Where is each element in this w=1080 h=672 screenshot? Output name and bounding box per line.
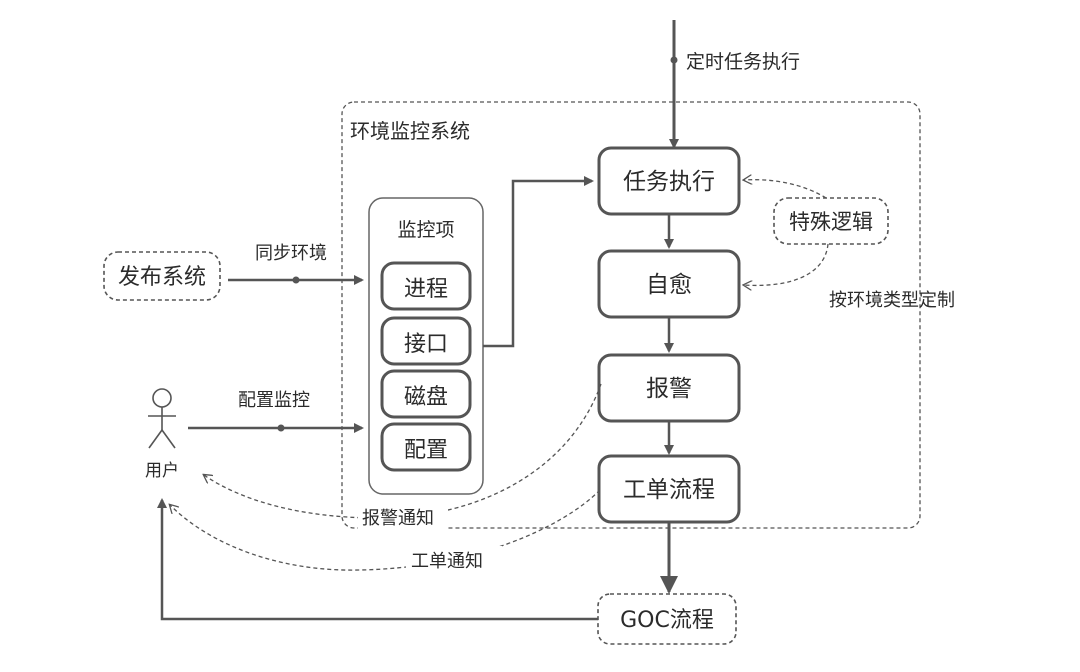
monitor-item-label: 接口 bbox=[404, 332, 448, 357]
monitor-item-interface: 接口 bbox=[380, 316, 472, 366]
sync-env-label: 同步环境 bbox=[255, 243, 327, 264]
alarm-label: 报警 bbox=[646, 376, 692, 402]
special-to-heal-arrow bbox=[744, 243, 829, 285]
release-system-label: 发布系统 bbox=[118, 265, 206, 290]
monitor-item-label: 配置 bbox=[404, 438, 448, 463]
interface-to-task-arrow bbox=[483, 176, 594, 348]
ticket-notify-label: 工单通知 bbox=[411, 551, 483, 572]
ticket-label: 工单流程 bbox=[623, 477, 715, 503]
custom-by-env-label: 按环境类型定制 bbox=[829, 290, 955, 311]
ticket-notify-arrow bbox=[170, 489, 601, 571]
alarm-node: 报警 bbox=[597, 353, 741, 423]
release-system-node: 发布系统 bbox=[103, 251, 221, 301]
monitor-item-config: 配置 bbox=[380, 422, 472, 472]
config-monitor-dot bbox=[277, 424, 285, 432]
monitor-item-label: 进程 bbox=[404, 277, 448, 302]
scheduled-dot bbox=[670, 56, 678, 64]
scheduled-label: 定时任务执行 bbox=[686, 51, 800, 73]
goc-node: GOC流程 bbox=[597, 593, 737, 645]
monitor-item-process: 进程 bbox=[380, 261, 472, 311]
ticket-notify-bg bbox=[406, 546, 502, 572]
monitor-item-label: 磁盘 bbox=[404, 385, 448, 410]
sync-env-dot bbox=[292, 276, 300, 284]
task-label: 任务执行 bbox=[623, 169, 715, 195]
config-monitor-label: 配置监控 bbox=[238, 390, 310, 411]
special-logic-label: 特殊逻辑 bbox=[789, 210, 873, 234]
monitor-item-disk: 磁盘 bbox=[380, 369, 472, 419]
goc-to-user-arrow bbox=[157, 498, 598, 621]
system-container bbox=[341, 101, 921, 529]
task-node: 任务执行 bbox=[597, 146, 741, 216]
user-label: 用户 bbox=[145, 461, 179, 481]
alarm-notify-bg bbox=[358, 503, 448, 529]
monitor-group-title: 监控项 bbox=[397, 219, 454, 241]
alarm-notify-label: 报警通知 bbox=[362, 508, 434, 529]
special-to-task-arrow bbox=[744, 180, 827, 199]
ticket-node: 工单流程 bbox=[597, 454, 741, 524]
heal-label: 自愈 bbox=[646, 272, 692, 298]
user-icon bbox=[148, 388, 176, 449]
special-logic-node: 特殊逻辑 bbox=[773, 197, 889, 245]
system-title: 环境监控系统 bbox=[350, 119, 470, 143]
goc-label: GOC流程 bbox=[620, 608, 714, 633]
heal-node: 自愈 bbox=[597, 249, 741, 319]
